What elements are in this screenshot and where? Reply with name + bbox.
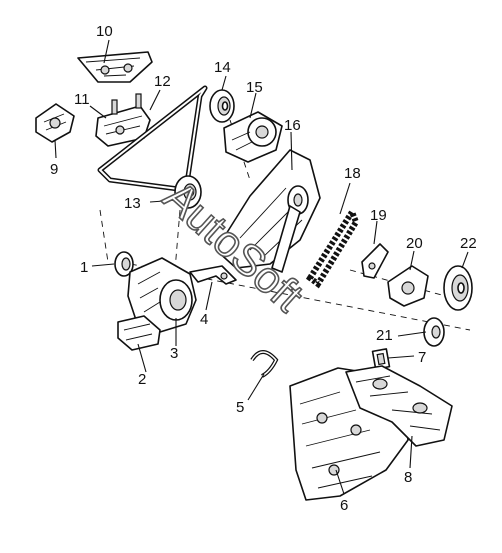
callout-7: 7	[418, 349, 426, 366]
leader-lines	[54, 39, 469, 495]
callout-10: 10	[96, 23, 113, 40]
callout-1: 1	[80, 259, 88, 276]
callout-14: 14	[214, 59, 231, 76]
part-8-manifold	[345, 365, 453, 447]
callout-3: 3	[170, 345, 178, 362]
part-7-clip	[371, 348, 391, 370]
part-9-mount	[35, 103, 75, 143]
callout-2: 2	[138, 371, 146, 388]
callout-4: 4	[200, 311, 208, 328]
part-5-hose	[250, 350, 279, 378]
part-10-bracket	[77, 51, 153, 83]
callout-21: 21	[376, 327, 393, 344]
part-4-clamp	[189, 265, 237, 285]
part-13-idler-pulley	[174, 175, 202, 209]
callout-22: 22	[460, 235, 477, 252]
callout-13: 13	[124, 195, 141, 212]
part-11-pump-bracket	[95, 93, 151, 147]
callout-15: 15	[246, 79, 263, 96]
callout-18: 18	[344, 165, 361, 182]
part-14-pulley	[209, 89, 235, 123]
callout-6: 6	[340, 497, 348, 514]
callout-9: 9	[50, 161, 58, 178]
part-1-bushing	[114, 251, 134, 277]
part-12-drive-belt	[97, 85, 208, 193]
part-22-gear	[443, 265, 473, 311]
callout-11: 11	[74, 91, 90, 108]
callout-8: 8	[404, 469, 412, 486]
callout-labels: 10 11 9 12 13 14 15 16 18 19 20 22 21 1 …	[50, 23, 477, 514]
part-2-bracket-plate	[117, 315, 161, 351]
callout-16: 16	[284, 117, 301, 134]
part-15-tensioner	[223, 111, 283, 163]
part-17-strip	[271, 205, 301, 273]
part-19-guide	[361, 243, 389, 279]
part-18-timing-chain	[305, 205, 360, 289]
callout-19: 19	[370, 207, 387, 224]
callout-12: 12	[154, 73, 171, 90]
callout-20: 20	[406, 235, 423, 252]
callout-5: 5	[236, 399, 244, 416]
part-21-sprocket	[423, 317, 445, 347]
part-3-water-pump	[127, 257, 197, 333]
part-20-housing	[387, 265, 429, 307]
